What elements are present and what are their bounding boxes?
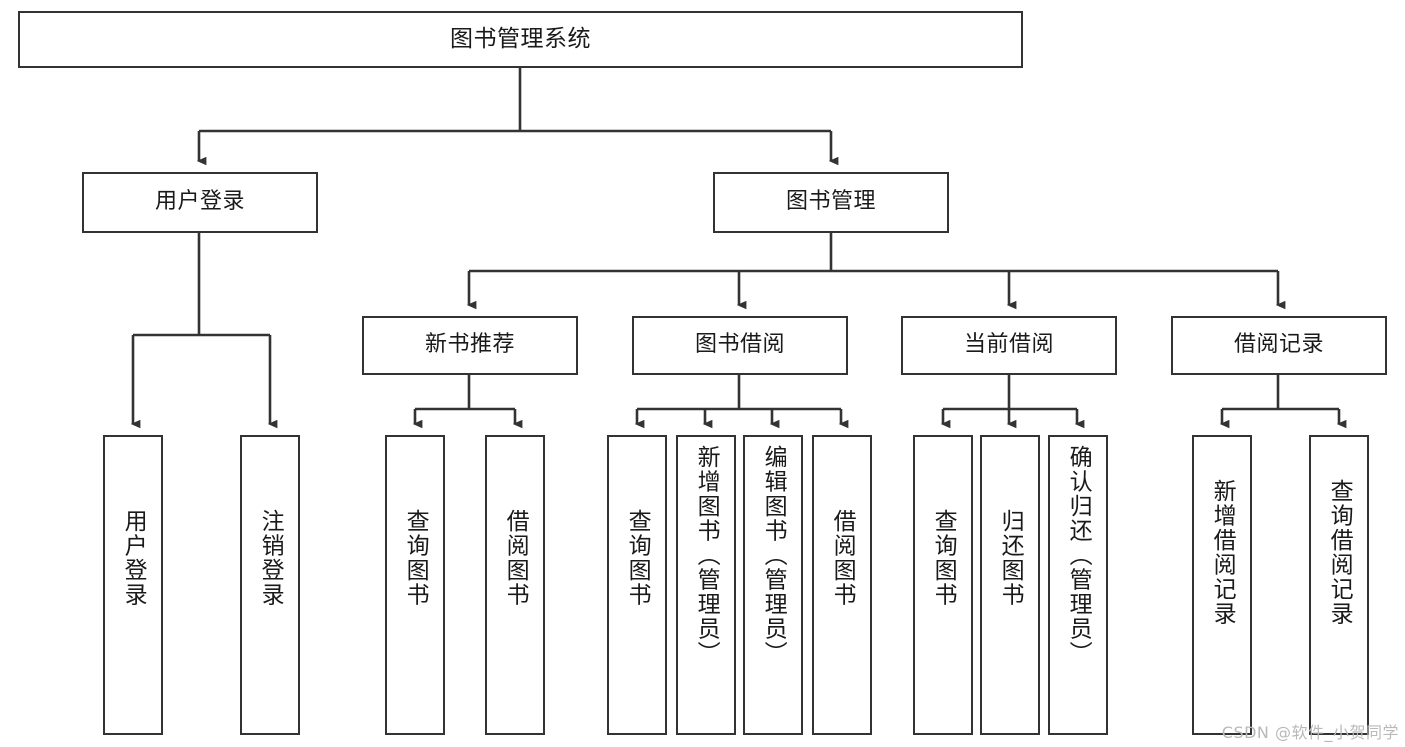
node-leaf-query-record[interactable]: 查询借阅记录 bbox=[1309, 435, 1369, 735]
node-leaf-query-book-2[interactable]: 查询图书 bbox=[607, 435, 667, 735]
node-label: 归还图书 bbox=[997, 509, 1024, 607]
node-user-login[interactable]: 用户登录 bbox=[82, 172, 318, 233]
node-label: 新增借阅记录 bbox=[1209, 479, 1236, 626]
node-label: 借阅图书 bbox=[502, 509, 529, 607]
node-label: 用户登录 bbox=[154, 189, 245, 215]
node-label: 用户登录 bbox=[120, 509, 147, 607]
node-root-book-management-system[interactable]: 图书管理系统 bbox=[18, 11, 1023, 68]
node-leaf-confirm-return[interactable]: 确认归还（管理员） bbox=[1048, 435, 1108, 735]
node-leaf-return-book[interactable]: 归还图书 bbox=[980, 435, 1040, 735]
watermark-csdn: CSDN @软件_小贺同学 bbox=[1221, 723, 1399, 742]
node-label: 图书管理 bbox=[785, 189, 876, 215]
node-leaf-borrow-book-2[interactable]: 借阅图书 bbox=[812, 435, 872, 735]
node-leaf-edit-book[interactable]: 编辑图书（管理员） bbox=[743, 435, 803, 735]
node-book-borrow[interactable]: 图书借阅 bbox=[632, 316, 848, 375]
node-label: 图书管理系统 bbox=[450, 25, 591, 52]
node-leaf-query-book-1[interactable]: 查询图书 bbox=[385, 435, 445, 735]
node-label: 注销登录 bbox=[257, 509, 284, 607]
node-label: 编辑图书（管理员） bbox=[760, 445, 787, 666]
node-leaf-borrow-book-1[interactable]: 借阅图书 bbox=[485, 435, 545, 735]
node-label: 借阅记录 bbox=[1233, 332, 1324, 358]
node-label: 新增图书（管理员） bbox=[693, 445, 720, 666]
node-label: 查询图书 bbox=[930, 509, 957, 607]
node-label: 查询图书 bbox=[624, 509, 651, 607]
node-label: 当前借阅 bbox=[963, 332, 1054, 358]
node-leaf-query-book-3[interactable]: 查询图书 bbox=[913, 435, 973, 735]
node-label: 查询借阅记录 bbox=[1326, 479, 1353, 626]
node-label: 确认归还（管理员） bbox=[1065, 445, 1092, 666]
node-new-book-recommend[interactable]: 新书推荐 bbox=[362, 316, 578, 375]
node-label: 图书借阅 bbox=[694, 332, 785, 358]
node-current-borrow[interactable]: 当前借阅 bbox=[901, 316, 1117, 375]
node-label: 借阅图书 bbox=[829, 509, 856, 607]
node-book-manage[interactable]: 图书管理 bbox=[713, 172, 949, 233]
node-leaf-logout[interactable]: 注销登录 bbox=[240, 435, 300, 735]
node-borrow-record[interactable]: 借阅记录 bbox=[1171, 316, 1387, 375]
node-leaf-user-login[interactable]: 用户登录 bbox=[103, 435, 163, 735]
node-label: 新书推荐 bbox=[424, 332, 515, 358]
node-leaf-add-book[interactable]: 新增图书（管理员） bbox=[676, 435, 736, 735]
node-label: 查询图书 bbox=[402, 509, 429, 607]
node-leaf-add-record[interactable]: 新增借阅记录 bbox=[1192, 435, 1252, 735]
